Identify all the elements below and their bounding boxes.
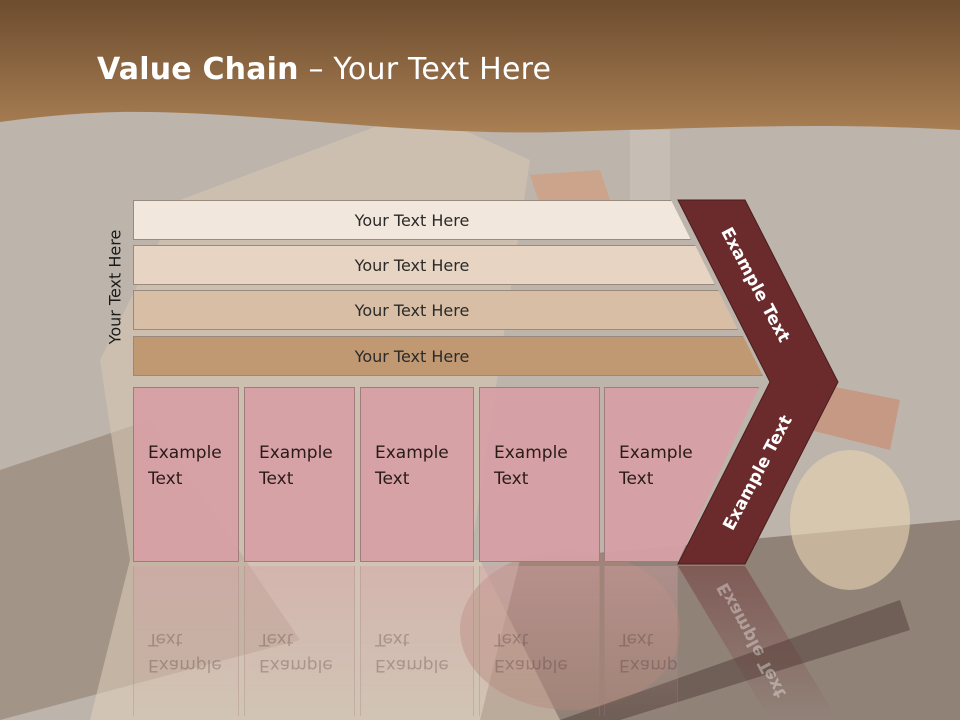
bar-2: Your Text Here	[133, 245, 715, 285]
title-rest: – Your Text Here	[298, 52, 552, 87]
bar-label: Your Text Here	[354, 210, 470, 230]
bar-label: Your Text Here	[354, 346, 470, 366]
bar-4: Your Text Here	[133, 336, 763, 376]
example-box-1: Example Text	[133, 387, 239, 562]
bar-label: Your Text Here	[354, 300, 470, 320]
example-box-reflection-1: Example Text	[133, 566, 239, 716]
box-label: Example Text	[375, 443, 449, 489]
chevron-shape	[677, 199, 839, 565]
example-box-reflection-3: Example Text	[360, 566, 474, 716]
bar-1: Your Text Here	[133, 200, 691, 240]
example-box-reflection-4: Example Text	[479, 566, 600, 716]
chevron-reflection	[678, 566, 838, 720]
example-box-reflection-2: Example Text	[244, 566, 355, 716]
example-box-2: Example Text	[244, 387, 355, 562]
example-box-3: Example Text	[360, 387, 474, 562]
example-box-4: Example Text	[479, 387, 600, 562]
box-label: Example Text	[619, 443, 693, 489]
page-title: Value Chain – Your Text Here	[97, 52, 551, 87]
bar-3: Your Text Here	[133, 290, 738, 330]
box-label: Example Text	[259, 443, 333, 489]
bar-label: Your Text Here	[354, 255, 470, 275]
box-label: Example Text	[494, 443, 568, 489]
box-label: Example Text	[148, 443, 222, 489]
example-box-reflection-5: Example Text	[604, 566, 678, 716]
title-bold: Value Chain	[97, 52, 299, 87]
